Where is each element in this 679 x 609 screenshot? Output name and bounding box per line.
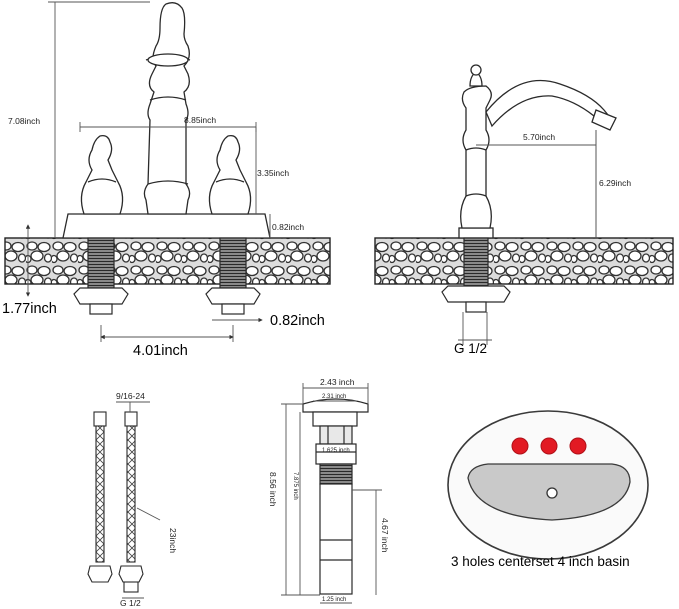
side-shank-assembly	[441, 237, 511, 313]
label-drain-cap-width: 2.43 inch	[320, 377, 355, 387]
label-deck-thickness: 1.77inch	[2, 301, 57, 317]
basin-illustration	[447, 410, 649, 560]
countertop-right	[374, 237, 674, 285]
label-center-width: 8.85inch	[184, 115, 217, 125]
label-spout-reach: 5.70inch	[523, 132, 556, 142]
hose-dimension-lines	[116, 401, 161, 599]
popup-drain	[302, 398, 369, 595]
countertop-left	[4, 237, 331, 285]
label-drain-body: 7.875 inch	[292, 472, 298, 500]
faucet-side-view	[458, 64, 617, 239]
label-center-spacing: 4.01inch	[133, 343, 188, 359]
drain-dimension-lines	[281, 383, 382, 604]
label-base-height: 0.82inch	[272, 222, 305, 232]
label-overall-height: 7.08inch	[8, 116, 41, 126]
braided-hoses	[87, 411, 144, 593]
label-spout-height: 6.29inch	[599, 178, 632, 188]
centerset-faucet-front	[62, 2, 271, 239]
label-shank-length: 0.82inch	[270, 313, 325, 329]
label-hose-bottom-thread: G 1/2	[120, 598, 141, 608]
label-drain-tail: 1.25 inch	[322, 597, 347, 603]
left-shank-assembly	[73, 237, 261, 315]
label-hose-top-thread: 9/16-24	[116, 391, 145, 401]
label-faucet-thread: G 1/2	[454, 341, 488, 356]
label-hose-length: 23inch	[168, 528, 178, 554]
basin-caption: 3 holes centerset 4 inch basin	[451, 554, 630, 569]
label-drain-overall: 8.56 inch	[268, 472, 278, 507]
label-drain-throat: 1.625 inch	[322, 448, 350, 454]
label-drain-cap-inner: 2.31 inch	[322, 394, 347, 400]
label-drain-lower: 4.67 inch	[380, 518, 390, 553]
label-handle-height: 3.35inch	[257, 168, 290, 178]
dimension-lines-top	[25, 1, 597, 345]
